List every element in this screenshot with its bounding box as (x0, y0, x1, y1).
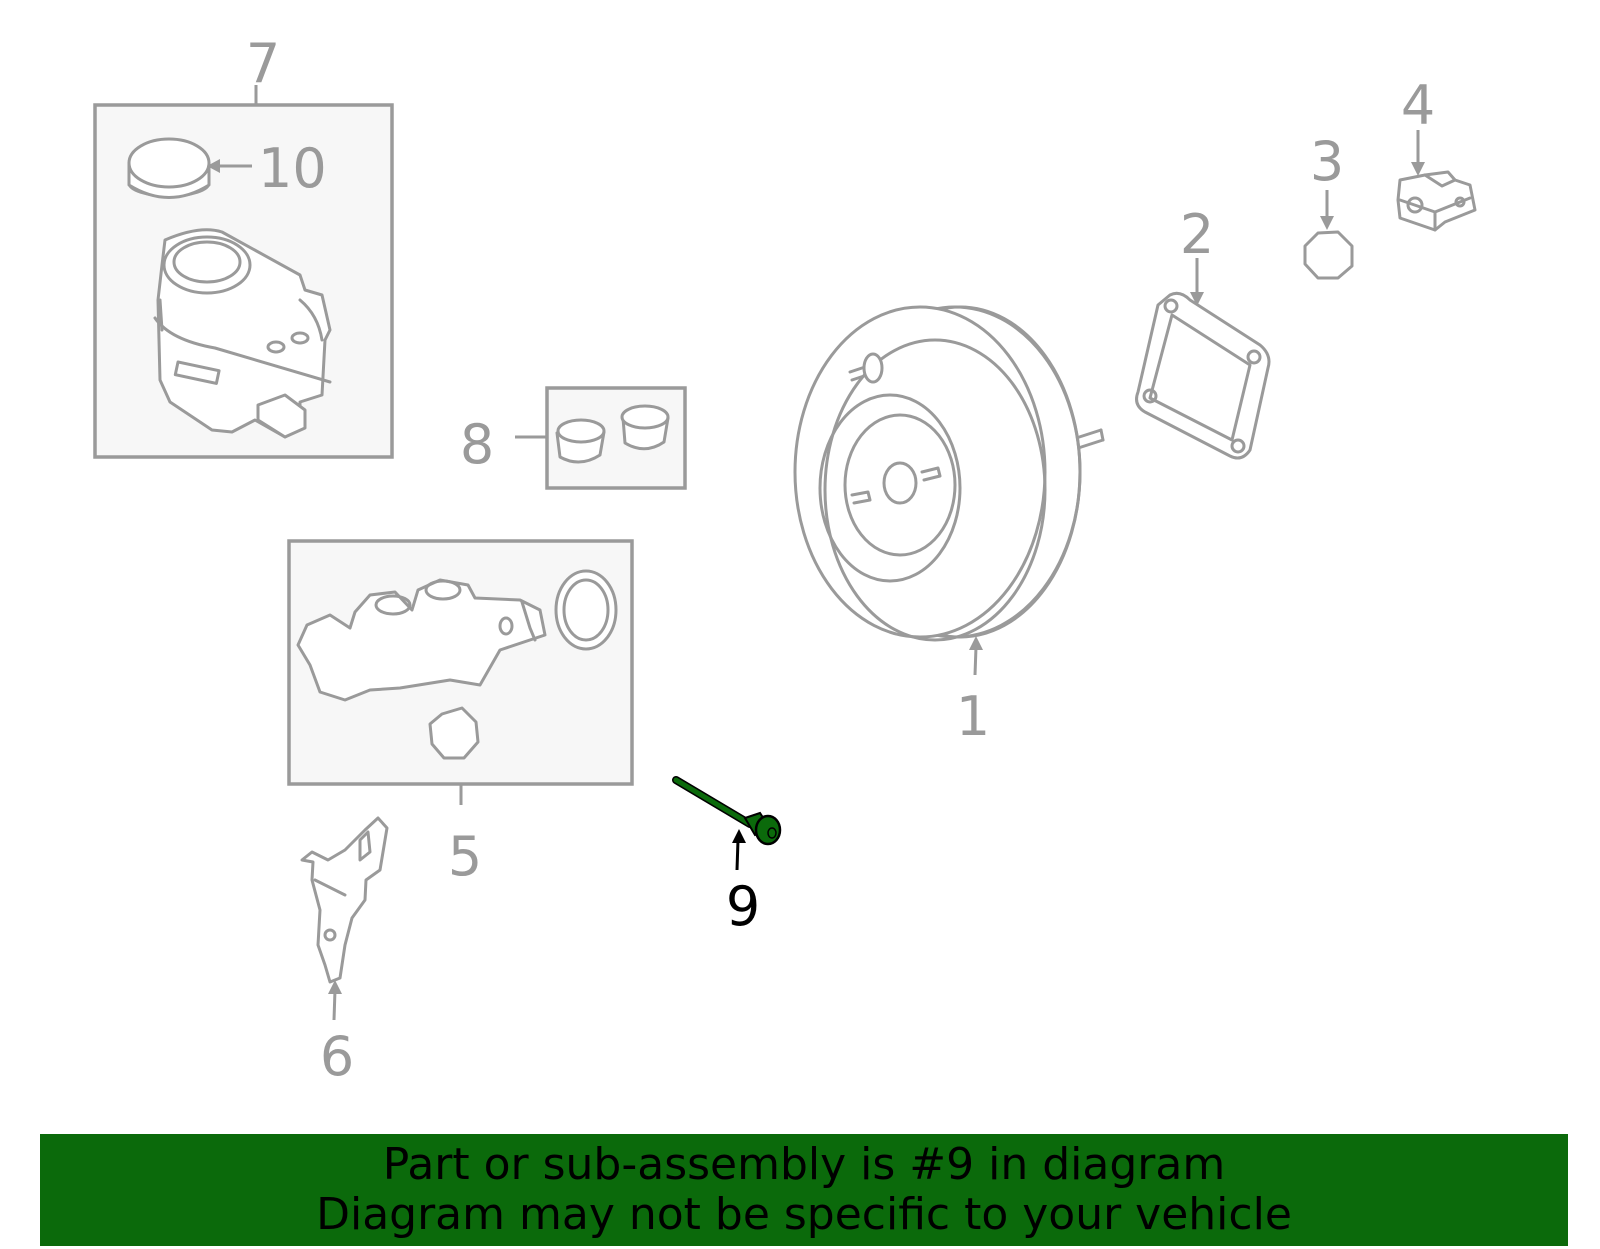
callout-9: 9 (726, 875, 760, 938)
callout-1: 1 (956, 685, 990, 748)
callout-4: 4 (1401, 74, 1435, 137)
reservoir-cap[interactable] (127, 137, 211, 199)
callout-6: 6 (320, 1025, 354, 1088)
group-5-master-cylinder-assembly[interactable] (287, 539, 634, 805)
master-cylinder-nut (428, 706, 480, 760)
group-8-seal-kit[interactable] (515, 386, 687, 490)
callout-10: 10 (258, 137, 327, 200)
pushrod-clip[interactable] (1396, 170, 1477, 232)
master-cylinder-bracket[interactable] (300, 816, 389, 984)
highlighted-bolt[interactable] (672, 776, 782, 846)
notice-banner: Part or sub-assembly is #9 in diagram Di… (40, 1134, 1568, 1246)
booster-gasket[interactable] (1135, 291, 1271, 460)
callout-5: 5 (448, 825, 482, 888)
callout-2: 2 (1180, 203, 1214, 266)
group-7-reservoir-assembly[interactable] (93, 85, 394, 459)
seal-right (620, 404, 670, 451)
banner-line-part: Part or sub-assembly is #9 in diagram (382, 1139, 1226, 1190)
brake-fluid-reservoir[interactable] (153, 228, 332, 439)
seal-left (555, 418, 606, 464)
master-cylinder-body[interactable] (296, 578, 547, 702)
callout-3: 3 (1310, 130, 1344, 193)
callout-8: 8 (460, 413, 494, 476)
banner-line-disclaimer: Diagram may not be specific to your vehi… (316, 1189, 1292, 1240)
booster-nut[interactable] (1303, 230, 1354, 280)
master-cylinder-o-ring (554, 569, 618, 651)
brake-booster[interactable] (793, 305, 1105, 642)
callout-7: 7 (246, 32, 280, 95)
